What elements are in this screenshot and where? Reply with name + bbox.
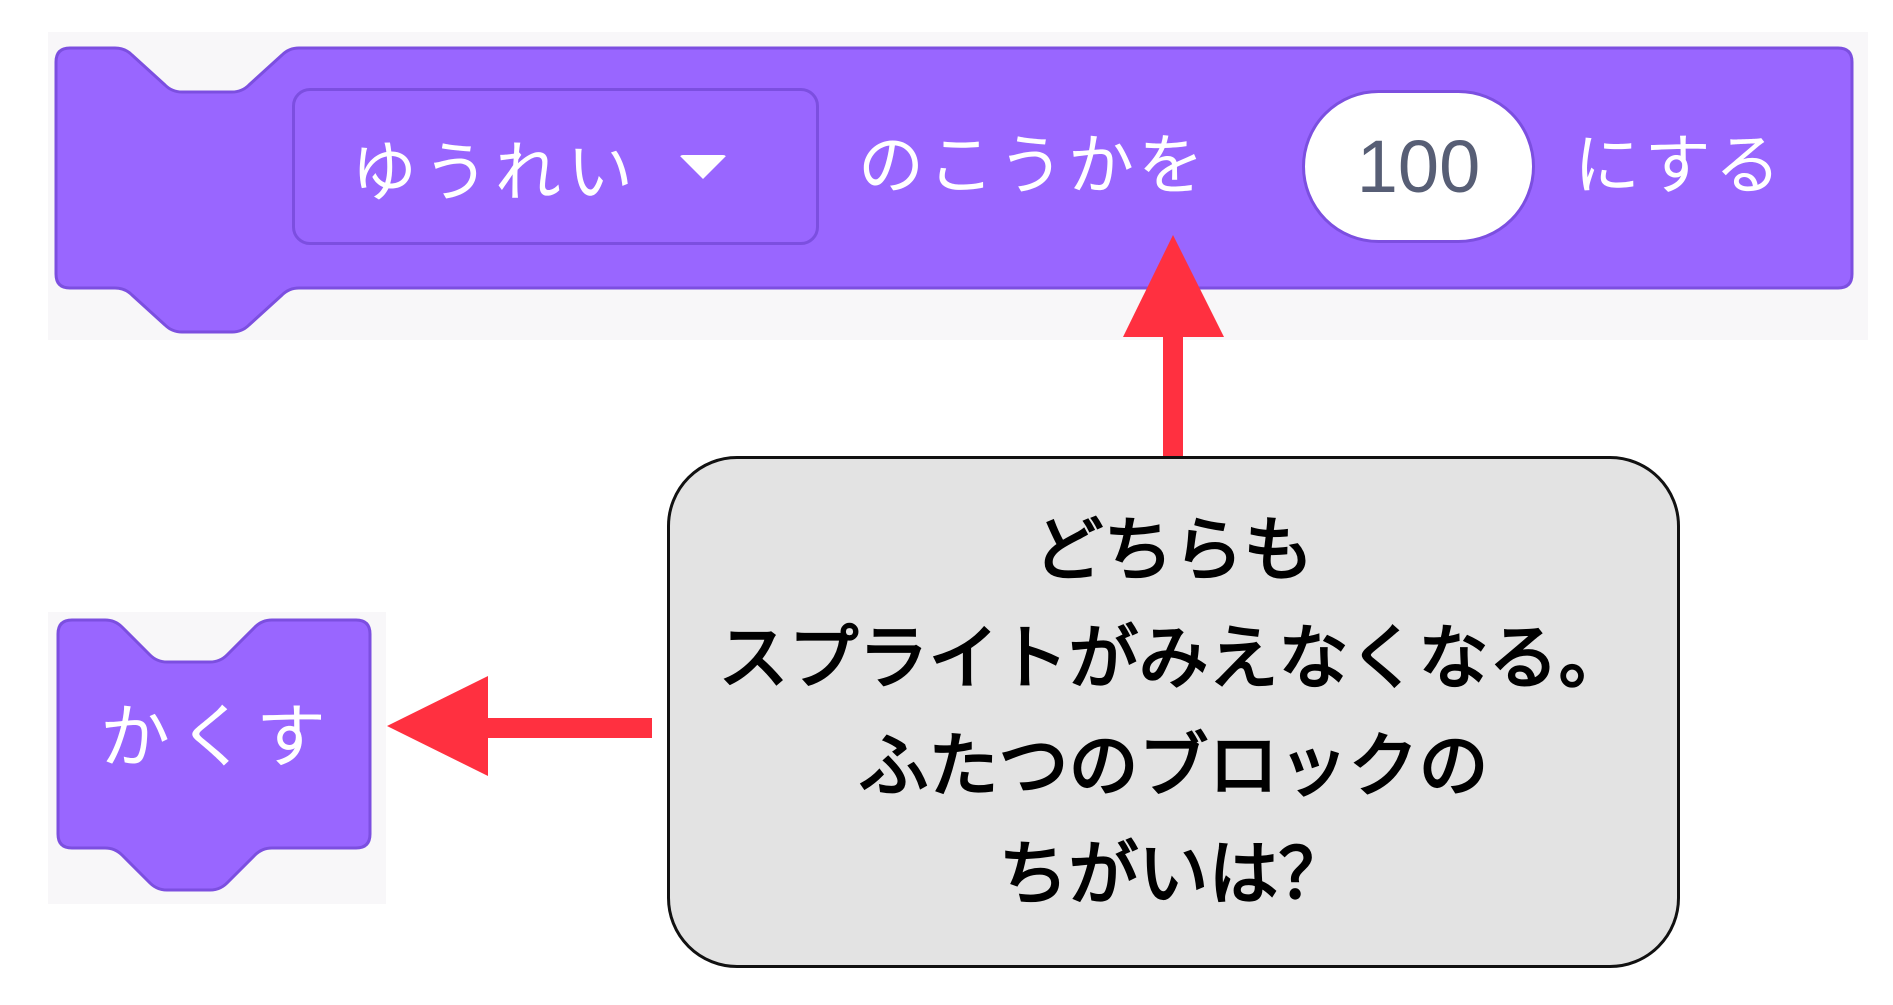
set-effect-label: のこうかを <box>858 127 1208 204</box>
value-input[interactable]: 100 <box>1302 90 1535 243</box>
sprite-dropdown-value: ゆうれい <box>351 133 639 211</box>
callout-line-1: どちらも <box>1033 509 1314 591</box>
callout-line-4: ちがいは？ <box>998 833 1349 915</box>
callout-line-2: スプライトがみえなくなる。 <box>718 617 1629 699</box>
caret-down-icon <box>679 154 727 179</box>
up-arrow-icon <box>1123 235 1224 457</box>
hide-block[interactable] <box>56 618 372 892</box>
question-callout: どちらも スプライトがみえなくなる。 ふたつのブロックの ちがいは？ <box>667 456 1680 968</box>
set-effect-suffix: にする <box>1574 127 1785 204</box>
callout-line-3: ふたつのブロックの <box>858 725 1489 807</box>
left-arrow-icon <box>387 676 652 776</box>
sprite-dropdown[interactable]: ゆうれい <box>292 88 819 245</box>
hide-block-label: かくす <box>100 696 334 778</box>
